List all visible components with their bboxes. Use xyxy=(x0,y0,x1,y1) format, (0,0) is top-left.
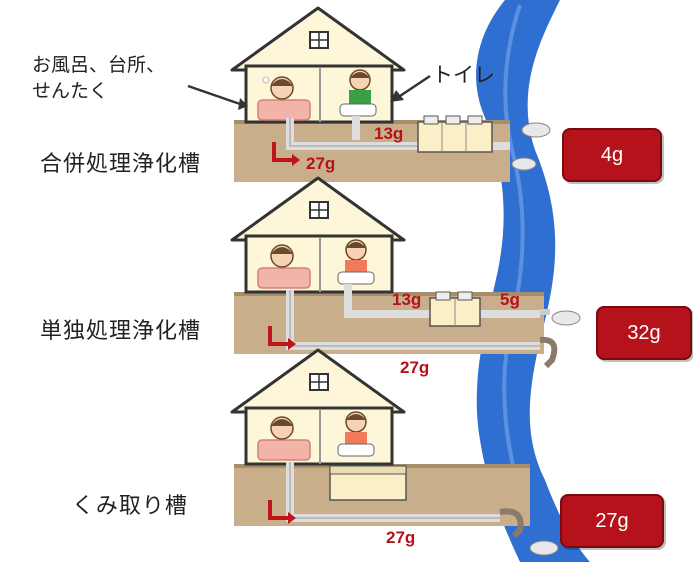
label-single-septic-tank: 単独処理浄化槽 xyxy=(40,319,202,344)
amount-toilet-row2: 13g xyxy=(392,290,422,309)
result-combined: 4g xyxy=(562,128,662,182)
river-highlight xyxy=(502,4,530,521)
septic-tank-row1 xyxy=(417,115,493,153)
callout-line2: せんたく xyxy=(32,80,109,102)
callout-line1: お風呂、台所、 xyxy=(32,54,166,76)
outflow-dirty-row3 xyxy=(499,508,524,539)
callout-bath-kitchen-laundry: お風呂、台所、 せんたく xyxy=(32,52,165,104)
callout-toilet: トイレ xyxy=(432,63,495,87)
amount-household-row3: 27g xyxy=(386,528,416,547)
amount-treated-row2: 5g xyxy=(500,290,520,309)
pit-tank-row3 xyxy=(329,465,407,501)
fish-3 xyxy=(551,310,581,326)
house-row2 xyxy=(230,176,406,294)
fish-4 xyxy=(529,540,559,556)
amount-toilet-row1: 13g xyxy=(374,124,404,143)
flow-arrow-row2 xyxy=(268,326,288,346)
amount-household-row2: 27g xyxy=(400,358,430,377)
house-row1 xyxy=(230,6,406,124)
flow-arrow-row1 xyxy=(272,142,292,162)
outflow-dirty-row2 xyxy=(539,336,558,369)
label-pit-toilet: くみ取り槽 xyxy=(72,494,188,519)
flow-arrow-row3 xyxy=(268,500,288,520)
septic-tank-row2 xyxy=(429,291,481,327)
fish-1 xyxy=(521,122,551,138)
house-row3 xyxy=(230,348,406,466)
amount-household-row1: 27g xyxy=(306,154,336,173)
result-pit: 27g xyxy=(560,494,664,548)
fish-2 xyxy=(511,157,537,171)
result-single: 32g xyxy=(596,306,692,360)
label-combined-septic-tank: 合併処理浄化槽 xyxy=(40,152,202,177)
